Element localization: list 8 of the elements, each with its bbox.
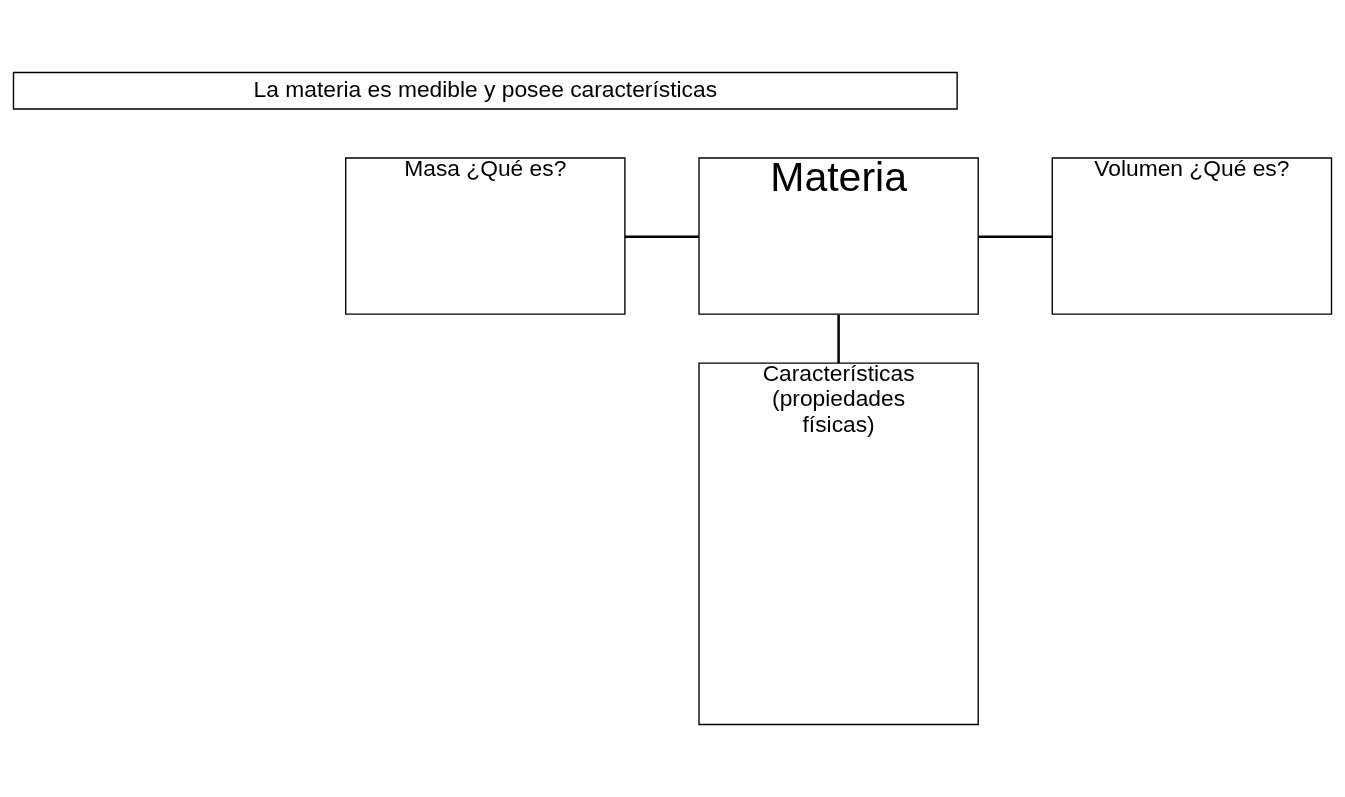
node-box: Volumen ¿Qué es?: [1051, 157, 1333, 315]
connector: [837, 314, 840, 363]
node-box: Masa ¿Qué es?: [345, 157, 626, 315]
connector: [624, 235, 699, 238]
node-box: Materia: [698, 157, 979, 315]
connector: [978, 235, 1053, 238]
node-box: Características (propiedades físicas): [698, 362, 979, 726]
node-box: La materia es medible y posee características: [12, 71, 958, 110]
